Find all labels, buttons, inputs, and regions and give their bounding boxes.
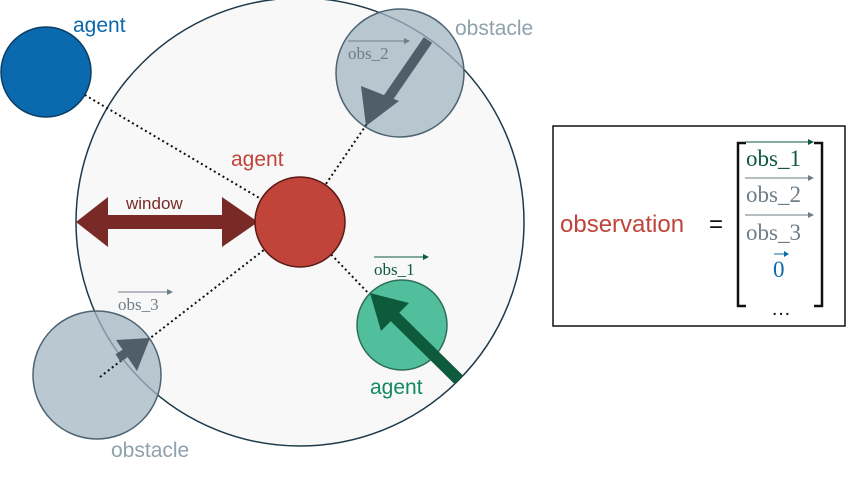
matrix-entry-zero-text: 0: [773, 257, 785, 282]
obs-2-label: obs_2: [348, 44, 389, 63]
matrix-entry-ellipsis: …: [771, 298, 791, 320]
matrix-entry-obs-2: obs_2: [745, 175, 814, 207]
obs-2-arrow: [361, 37, 433, 126]
obs-3-label: obs_3: [118, 295, 159, 314]
dotted-line-green-agent: [299, 221, 373, 298]
matrix-entry-obs-1-text: obs_1: [746, 146, 801, 171]
matrix-entry-obs-3: obs_3: [745, 212, 814, 245]
blue-agent-circle: [0, 26, 92, 118]
obs-3-arrow: [115, 338, 150, 371]
dotted-line-blue-agent: [45, 71, 301, 223]
matrix-entry-obs-3-text: obs_3: [746, 220, 801, 245]
matrix-entry-obs-1: obs_1: [745, 139, 814, 171]
obstacle-bottom-label: obstacle: [111, 439, 189, 462]
green-agent-label: agent: [370, 376, 423, 399]
window-label: window: [125, 194, 183, 213]
matrix-right-bracket: [814, 141, 824, 308]
observation-label: observation: [560, 211, 684, 238]
window-double-arrow: [76, 197, 258, 247]
obs-1-arrow: [370, 293, 464, 385]
matrix-left-bracket: [736, 141, 746, 308]
obstacle-bottom-circle: [32, 310, 162, 440]
obstacle-top-label: obstacle: [455, 17, 533, 40]
obs-1-vector-label: obs_1: [374, 254, 429, 279]
center-agent-label: agent: [231, 148, 284, 171]
matrix-entry-zero: 0: [773, 251, 789, 282]
matrix-entry-obs-2-text: obs_2: [746, 182, 801, 207]
observation-box: [552, 125, 846, 327]
obs-1-label: obs_1: [374, 260, 415, 279]
center-agent-circle: [254, 176, 346, 268]
obs-2-vector-label: obs_2: [348, 38, 410, 63]
blue-agent-label: agent: [73, 14, 126, 37]
observation-equals: =: [709, 211, 723, 238]
obs-3-vector-label: obs_3: [118, 289, 173, 314]
